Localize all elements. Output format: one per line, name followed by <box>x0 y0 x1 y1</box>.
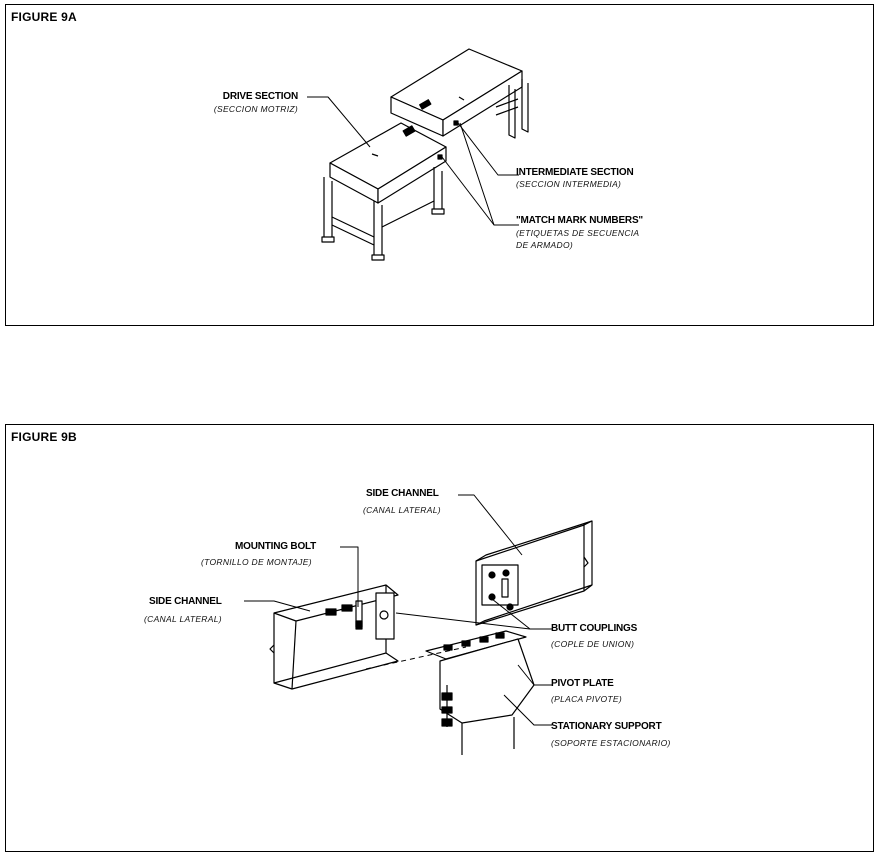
intermediate-section-label: INTERMEDIATE SECTION <box>516 167 634 178</box>
mounting-bolt-spanish-label: (TORNILLO DE MONTAJE) <box>201 557 312 567</box>
figure-9b-drawing <box>244 494 593 755</box>
pivot-plate-label: PIVOT PLATE <box>551 678 614 689</box>
side-channel-top-label: SIDE CHANNEL <box>366 488 439 499</box>
match-mark-numbers-label: "MATCH MARK NUMBERS" <box>516 215 643 226</box>
figure-9a-title: FIGURE 9A <box>11 10 77 24</box>
figure-9a-panel: FIGURE 9A <box>5 4 874 326</box>
left-side-channel-illustration <box>269 584 399 690</box>
pivot-plate-illustration <box>425 630 535 755</box>
intermediate-section-illustration <box>390 48 529 139</box>
butt-couplings-label: BUTT COUPLINGS <box>551 623 638 634</box>
match-mark-spanish-label-line2: DE ARMADO) <box>516 240 573 250</box>
drive-section-label: DRIVE SECTION <box>222 91 298 102</box>
figure-9b-panel: FIGURE 9B <box>5 424 874 852</box>
figure-9a-leaders <box>307 96 519 226</box>
figure-9a-drawing <box>307 48 529 261</box>
intermediate-section-spanish-label: (SECCION INTERMEDIA) <box>516 179 622 189</box>
stationary-support-label: STATIONARY SUPPORT <box>551 721 662 732</box>
stationary-support-spanish-label: (SOPORTE ESTACIONARIO) <box>551 738 671 748</box>
figure-9b-leaders <box>244 494 552 726</box>
right-side-channel-illustration <box>475 520 593 626</box>
side-channel-left-spanish-label: (CANAL LATERAL) <box>144 614 222 624</box>
mounting-bolt-label: MOUNTING BOLT <box>235 541 317 552</box>
side-channel-left-label: SIDE CHANNEL <box>149 596 222 607</box>
pivot-plate-spanish-label: (PLACA PIVOTE) <box>551 694 622 704</box>
drive-section-illustration <box>321 120 459 261</box>
drive-section-spanish-label: (SECCION MOTRIZ) <box>213 104 298 114</box>
side-channel-top-spanish-label: (CANAL LATERAL) <box>363 505 441 515</box>
match-mark-spanish-label-line1: (ETIQUETAS DE SECUENCIA <box>516 228 640 238</box>
figure-9b-title: FIGURE 9B <box>11 430 77 444</box>
butt-couplings-spanish-label: (COPLE DE UNION) <box>551 639 635 649</box>
